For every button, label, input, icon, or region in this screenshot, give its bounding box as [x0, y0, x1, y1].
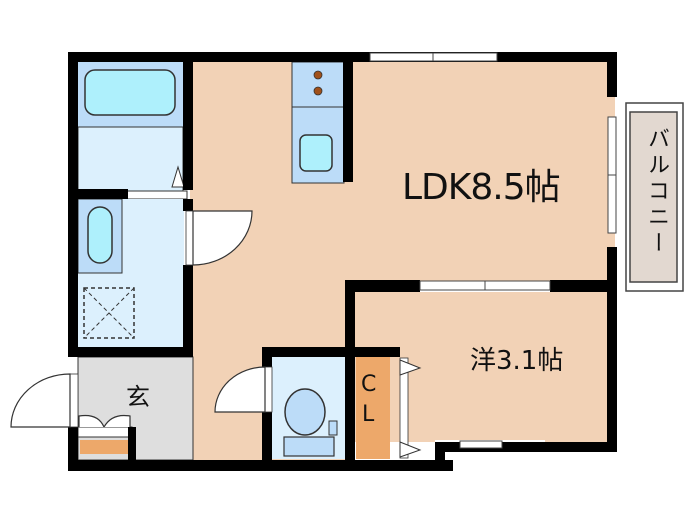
entrance-label: 玄 — [126, 383, 150, 411]
closet-label-l: L — [362, 402, 375, 427]
stove-burner — [313, 86, 323, 96]
balcony — [625, 102, 684, 292]
western-room-label: 洋3.1帖 — [470, 346, 564, 376]
stove-burner — [313, 70, 323, 80]
bathroom — [77, 62, 188, 200]
western-room-floor — [355, 292, 615, 442]
kitchen-counter — [291, 61, 345, 184]
balcony-label: バルコニー — [644, 127, 669, 257]
toilet — [272, 357, 348, 459]
windows — [369, 52, 617, 449]
doors — [10, 210, 422, 459]
closet-floor — [356, 357, 390, 459]
walls — [68, 52, 617, 471]
washing-machine-pan — [83, 287, 135, 339]
washroom — [77, 198, 184, 347]
ldk-label: LDK8.5帖 — [402, 167, 561, 208]
closet-label-c: C — [361, 372, 377, 397]
